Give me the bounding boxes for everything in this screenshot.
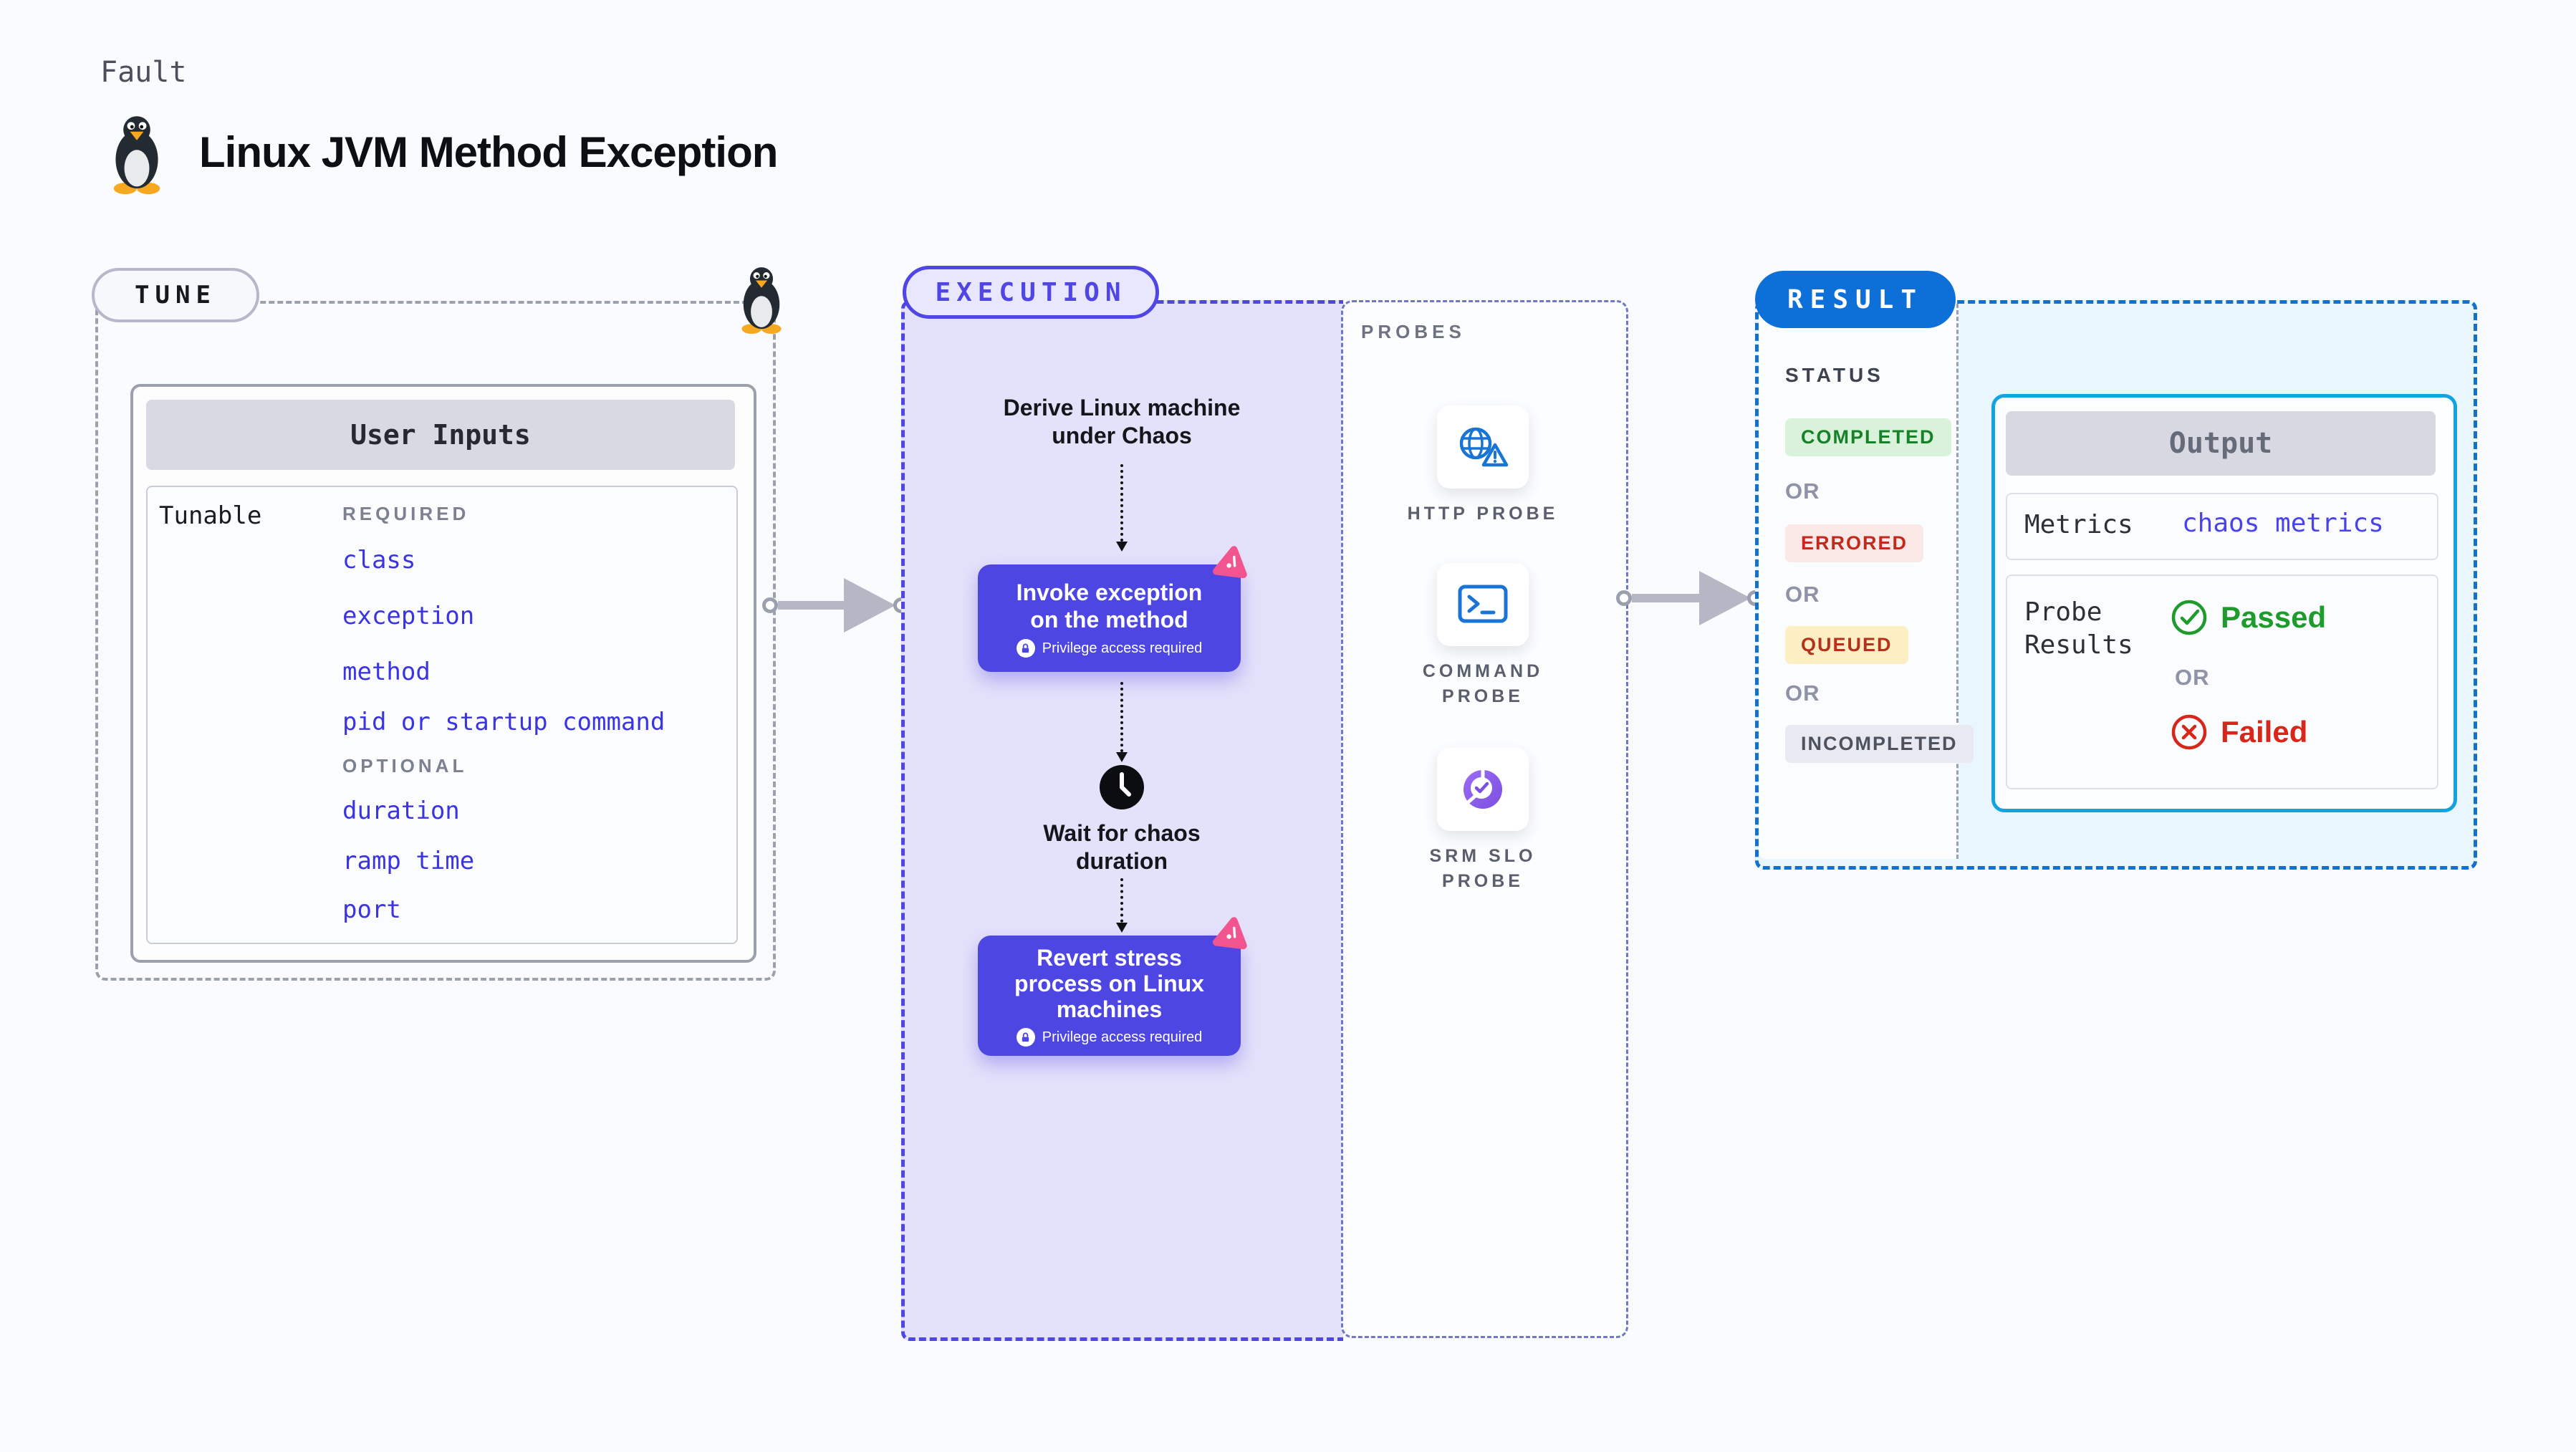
chaos-fault-icon bbox=[1211, 542, 1253, 587]
privilege-note: Privilege access required bbox=[1042, 1029, 1203, 1045]
tunable-port[interactable]: port bbox=[342, 895, 401, 924]
status-label: STATUS bbox=[1785, 364, 1884, 386]
result-status-panel bbox=[1759, 304, 1959, 859]
page-title: Linux JVM Method Exception bbox=[199, 128, 778, 176]
or-separator: OR bbox=[1785, 582, 1820, 607]
revert-stress-step[interactable]: Revert stress process on Linux machines … bbox=[978, 936, 1241, 1056]
flow-arrow-head bbox=[844, 578, 895, 633]
srm-slo-probe-card[interactable] bbox=[1437, 748, 1529, 831]
metrics-value[interactable]: chaos metrics bbox=[2182, 509, 2384, 538]
passed-label: Passed bbox=[2221, 600, 2327, 634]
invoke-exception-step[interactable]: Invoke exception on the method Privilege… bbox=[978, 564, 1241, 672]
command-probe-label: COMMAND PROBE bbox=[1422, 661, 1544, 706]
invoke-step-label: Invoke exception on the method bbox=[1016, 580, 1203, 633]
terminal-icon bbox=[1458, 585, 1508, 623]
metrics-label: Metrics bbox=[2024, 510, 2133, 539]
passed-result: Passed bbox=[2171, 599, 2326, 636]
chaos-fault-icon bbox=[1211, 913, 1253, 958]
or-separator: OR bbox=[1785, 479, 1820, 504]
connector-dot bbox=[762, 597, 778, 613]
required-label: REQUIRED bbox=[342, 503, 470, 524]
privilege-note: Privilege access required bbox=[1042, 640, 1203, 656]
lock-icon bbox=[1016, 1028, 1035, 1047]
tunable-duration[interactable]: duration bbox=[342, 797, 460, 825]
metrics-row bbox=[2006, 493, 2438, 560]
flow-arrow-head bbox=[1699, 571, 1751, 625]
status-queued-badge: QUEUED bbox=[1785, 626, 1908, 664]
revert-step-label: Revert stress process on Linux machines bbox=[1014, 945, 1204, 1022]
tunable-row-label: Tunable bbox=[159, 501, 262, 530]
tunable-exception[interactable]: exception bbox=[342, 602, 475, 630]
down-arrow bbox=[1116, 682, 1128, 762]
tune-section bbox=[95, 301, 776, 981]
http-probe-card[interactable] bbox=[1437, 405, 1529, 489]
down-arrow bbox=[1116, 464, 1128, 552]
or-separator: OR bbox=[1785, 681, 1820, 706]
tunable-method[interactable]: method bbox=[342, 658, 431, 686]
probe-results-label: Probe Results bbox=[2024, 597, 2133, 660]
linux-penguin-icon bbox=[106, 115, 168, 198]
status-incompleted-badge: INCOMPLETED bbox=[1785, 725, 1974, 763]
tunable-pid-or-startup-command[interactable]: pid or startup command bbox=[342, 708, 665, 736]
slo-donut-icon bbox=[1464, 768, 1502, 809]
derive-step-label: Derive Linux machine under Chaos bbox=[1003, 395, 1241, 448]
wait-step-label: Wait for chaos duration bbox=[1043, 820, 1201, 874]
probe-results-row bbox=[2006, 574, 2438, 789]
connector-dot bbox=[1616, 590, 1632, 606]
linux-penguin-corner-icon bbox=[735, 266, 788, 337]
flow-arrow-shaft bbox=[1632, 594, 1706, 602]
command-probe-card[interactable] bbox=[1437, 563, 1529, 646]
tunable-ramp-time[interactable]: ramp time bbox=[342, 847, 475, 875]
tunable-class[interactable]: class bbox=[342, 546, 416, 574]
flow-arrow-shaft bbox=[778, 601, 850, 610]
fault-eyebrow: Fault bbox=[100, 56, 187, 89]
x-circle-icon bbox=[2171, 714, 2207, 750]
srm-slo-probe-label: SRM SLO PROBE bbox=[1429, 846, 1537, 891]
down-arrow bbox=[1116, 878, 1128, 933]
user-inputs-title: User Inputs bbox=[146, 400, 735, 470]
http-probe-label: HTTP PROBE bbox=[1407, 504, 1559, 524]
result-badge: RESULT bbox=[1755, 271, 1956, 328]
optional-label: OPTIONAL bbox=[342, 755, 468, 777]
failed-result: Failed bbox=[2171, 713, 2307, 751]
tune-badge: TUNE bbox=[92, 268, 259, 322]
status-completed-badge: COMPLETED bbox=[1785, 418, 1951, 456]
probes-label: PROBES bbox=[1361, 321, 1466, 342]
execution-badge: EXECUTION bbox=[903, 266, 1159, 319]
or-separator: OR bbox=[2175, 665, 2210, 690]
failed-label: Failed bbox=[2221, 715, 2308, 749]
clock-icon bbox=[1100, 765, 1144, 813]
check-circle-icon bbox=[2171, 600, 2207, 635]
status-errored-badge: ERRORED bbox=[1785, 524, 1924, 562]
globe-alert-icon bbox=[1459, 427, 1509, 467]
tunables-list bbox=[146, 486, 738, 944]
lock-icon bbox=[1016, 639, 1035, 658]
output-title: Output bbox=[2006, 411, 2436, 476]
